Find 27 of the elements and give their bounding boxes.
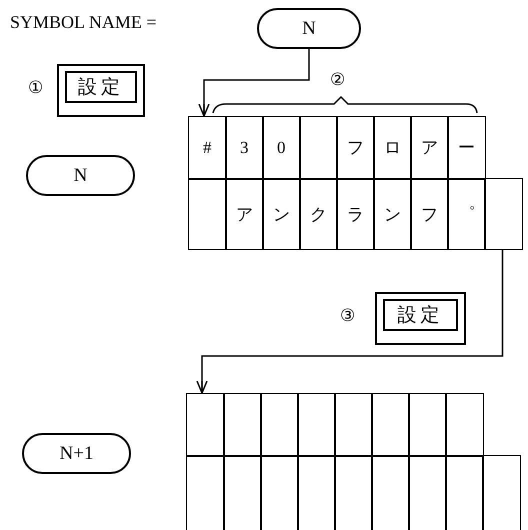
callout-number: ①	[28, 78, 44, 98]
grid-cell: ラ	[336, 178, 374, 250]
grid-cell: ン	[262, 178, 300, 250]
grid-cell: フ	[336, 116, 374, 180]
grid-cell: フ	[410, 178, 448, 250]
grid-cell: #	[188, 116, 226, 180]
set-key: 設定	[375, 292, 466, 345]
grid-cell: ア	[410, 116, 448, 180]
callout-number: ②	[330, 70, 346, 90]
arrow	[196, 250, 504, 394]
grid-cell: ゜	[447, 178, 486, 250]
arrow	[198, 49, 310, 117]
grid-cell: ー	[447, 116, 486, 180]
symbol-name-label: SYMBOL NAME =	[10, 12, 156, 33]
name-pill: N	[257, 8, 361, 49]
name-pill: N+1	[22, 433, 131, 474]
character-grid	[186, 393, 519, 530]
name-pill: N	[26, 155, 135, 196]
grid-cell: ク	[299, 178, 338, 250]
grid-cell: ン	[373, 178, 412, 250]
grid-cell: 3	[225, 116, 264, 180]
grid-cell: 0	[262, 116, 300, 180]
callout-number: ③	[340, 306, 356, 326]
grid-cell: ロ	[373, 116, 412, 180]
set-key: 設定	[57, 64, 145, 117]
grid-cell: ア	[225, 178, 264, 250]
character-grid	[188, 116, 521, 250]
